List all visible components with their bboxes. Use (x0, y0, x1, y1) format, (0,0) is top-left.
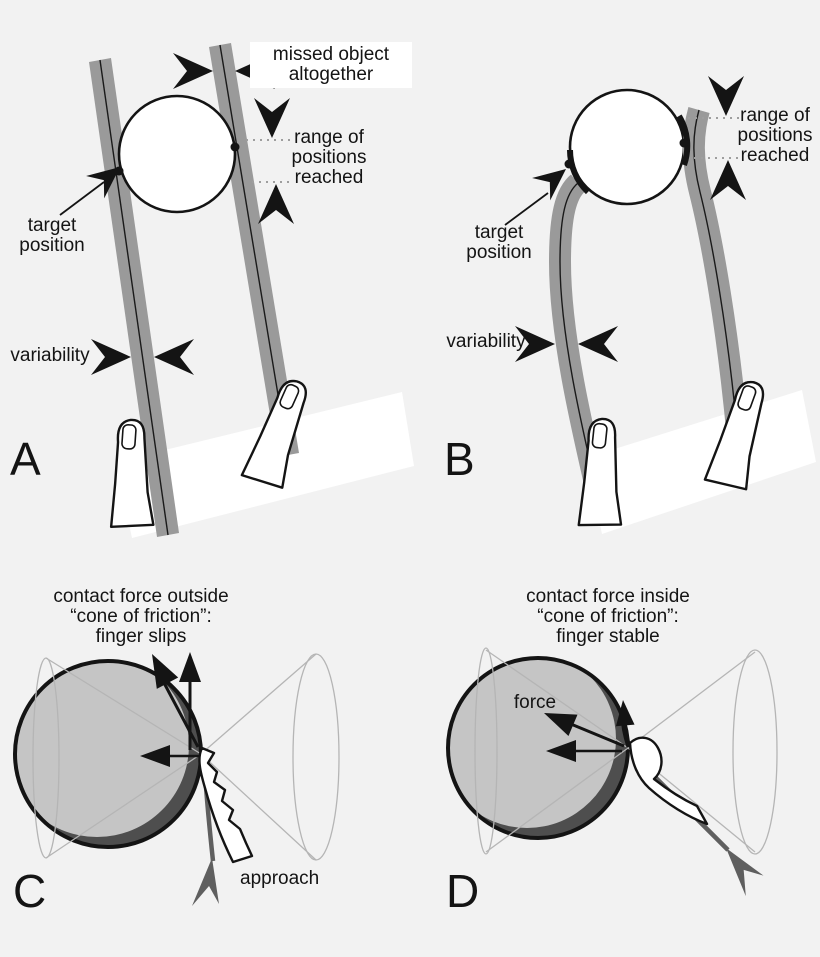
force-label: force (513, 692, 557, 713)
trajectory-line (99, 59, 169, 536)
normal-arrowhead-icon (179, 652, 201, 682)
variability-label-b: variability (446, 331, 526, 352)
target-pointer-line (59, 181, 105, 216)
contact-arc-left (567, 149, 591, 195)
variability-arrowhead-left-icon (578, 326, 618, 362)
panel-d-title: contact force inside “cone of friction”:… (526, 586, 690, 647)
approach-label: approach (240, 868, 320, 889)
tangent-mini-arrow (613, 699, 635, 748)
reach-stripe-right-curved (682, 107, 749, 441)
finger-contact (628, 736, 709, 826)
range-arrowhead-up-icon (258, 184, 294, 224)
reached-position-dot (230, 142, 240, 152)
approach-arrow-fletch-icon (192, 858, 219, 906)
missed-arrowhead-right-icon (173, 53, 213, 89)
writing-board (586, 390, 816, 534)
panel-c-drawing (13, 648, 340, 906)
range-arrowhead-up-icon (710, 160, 746, 200)
panel-b-drawing (504, 76, 816, 534)
range-of-positions-label-a: range of positions reached (291, 127, 367, 188)
stable-force-arrows (539, 702, 625, 762)
panel-letter-d: D (446, 865, 480, 917)
target-position-dot (564, 159, 574, 169)
panel-a-drawing (59, 43, 414, 538)
panel-letter-c: C (13, 865, 47, 917)
approach-arrow-fletch-icon (711, 843, 765, 897)
panel-d-drawing (446, 647, 778, 897)
friction-cone-wireframe (32, 653, 340, 861)
variability-label-a: variability (10, 345, 90, 366)
trajectory-line (219, 44, 289, 456)
variability-arrowhead-right-icon (91, 339, 131, 375)
sphere-object (449, 659, 616, 828)
panel-c-title: contact force outside “cone of friction”… (53, 586, 229, 647)
friction-cone-wireframe (474, 647, 778, 855)
finger-contact (198, 746, 254, 864)
range-of-positions-label-b: range of positions reached (737, 105, 813, 166)
target-position-label-a: target position (19, 215, 85, 256)
target-pointer-line (504, 192, 549, 226)
panel-letter-a: A (10, 433, 41, 485)
reached-position-dot (679, 138, 689, 148)
panel-letter-b: B (444, 433, 475, 485)
missed-object-label: missed object altogether (250, 42, 412, 88)
sphere-object (16, 662, 189, 837)
target-position-label-b: target position (466, 222, 532, 263)
slip-force-arrows (140, 648, 201, 767)
target-object-circle (117, 94, 237, 214)
variability-arrowhead-left-icon (154, 339, 194, 375)
trajectory-line (693, 109, 739, 441)
